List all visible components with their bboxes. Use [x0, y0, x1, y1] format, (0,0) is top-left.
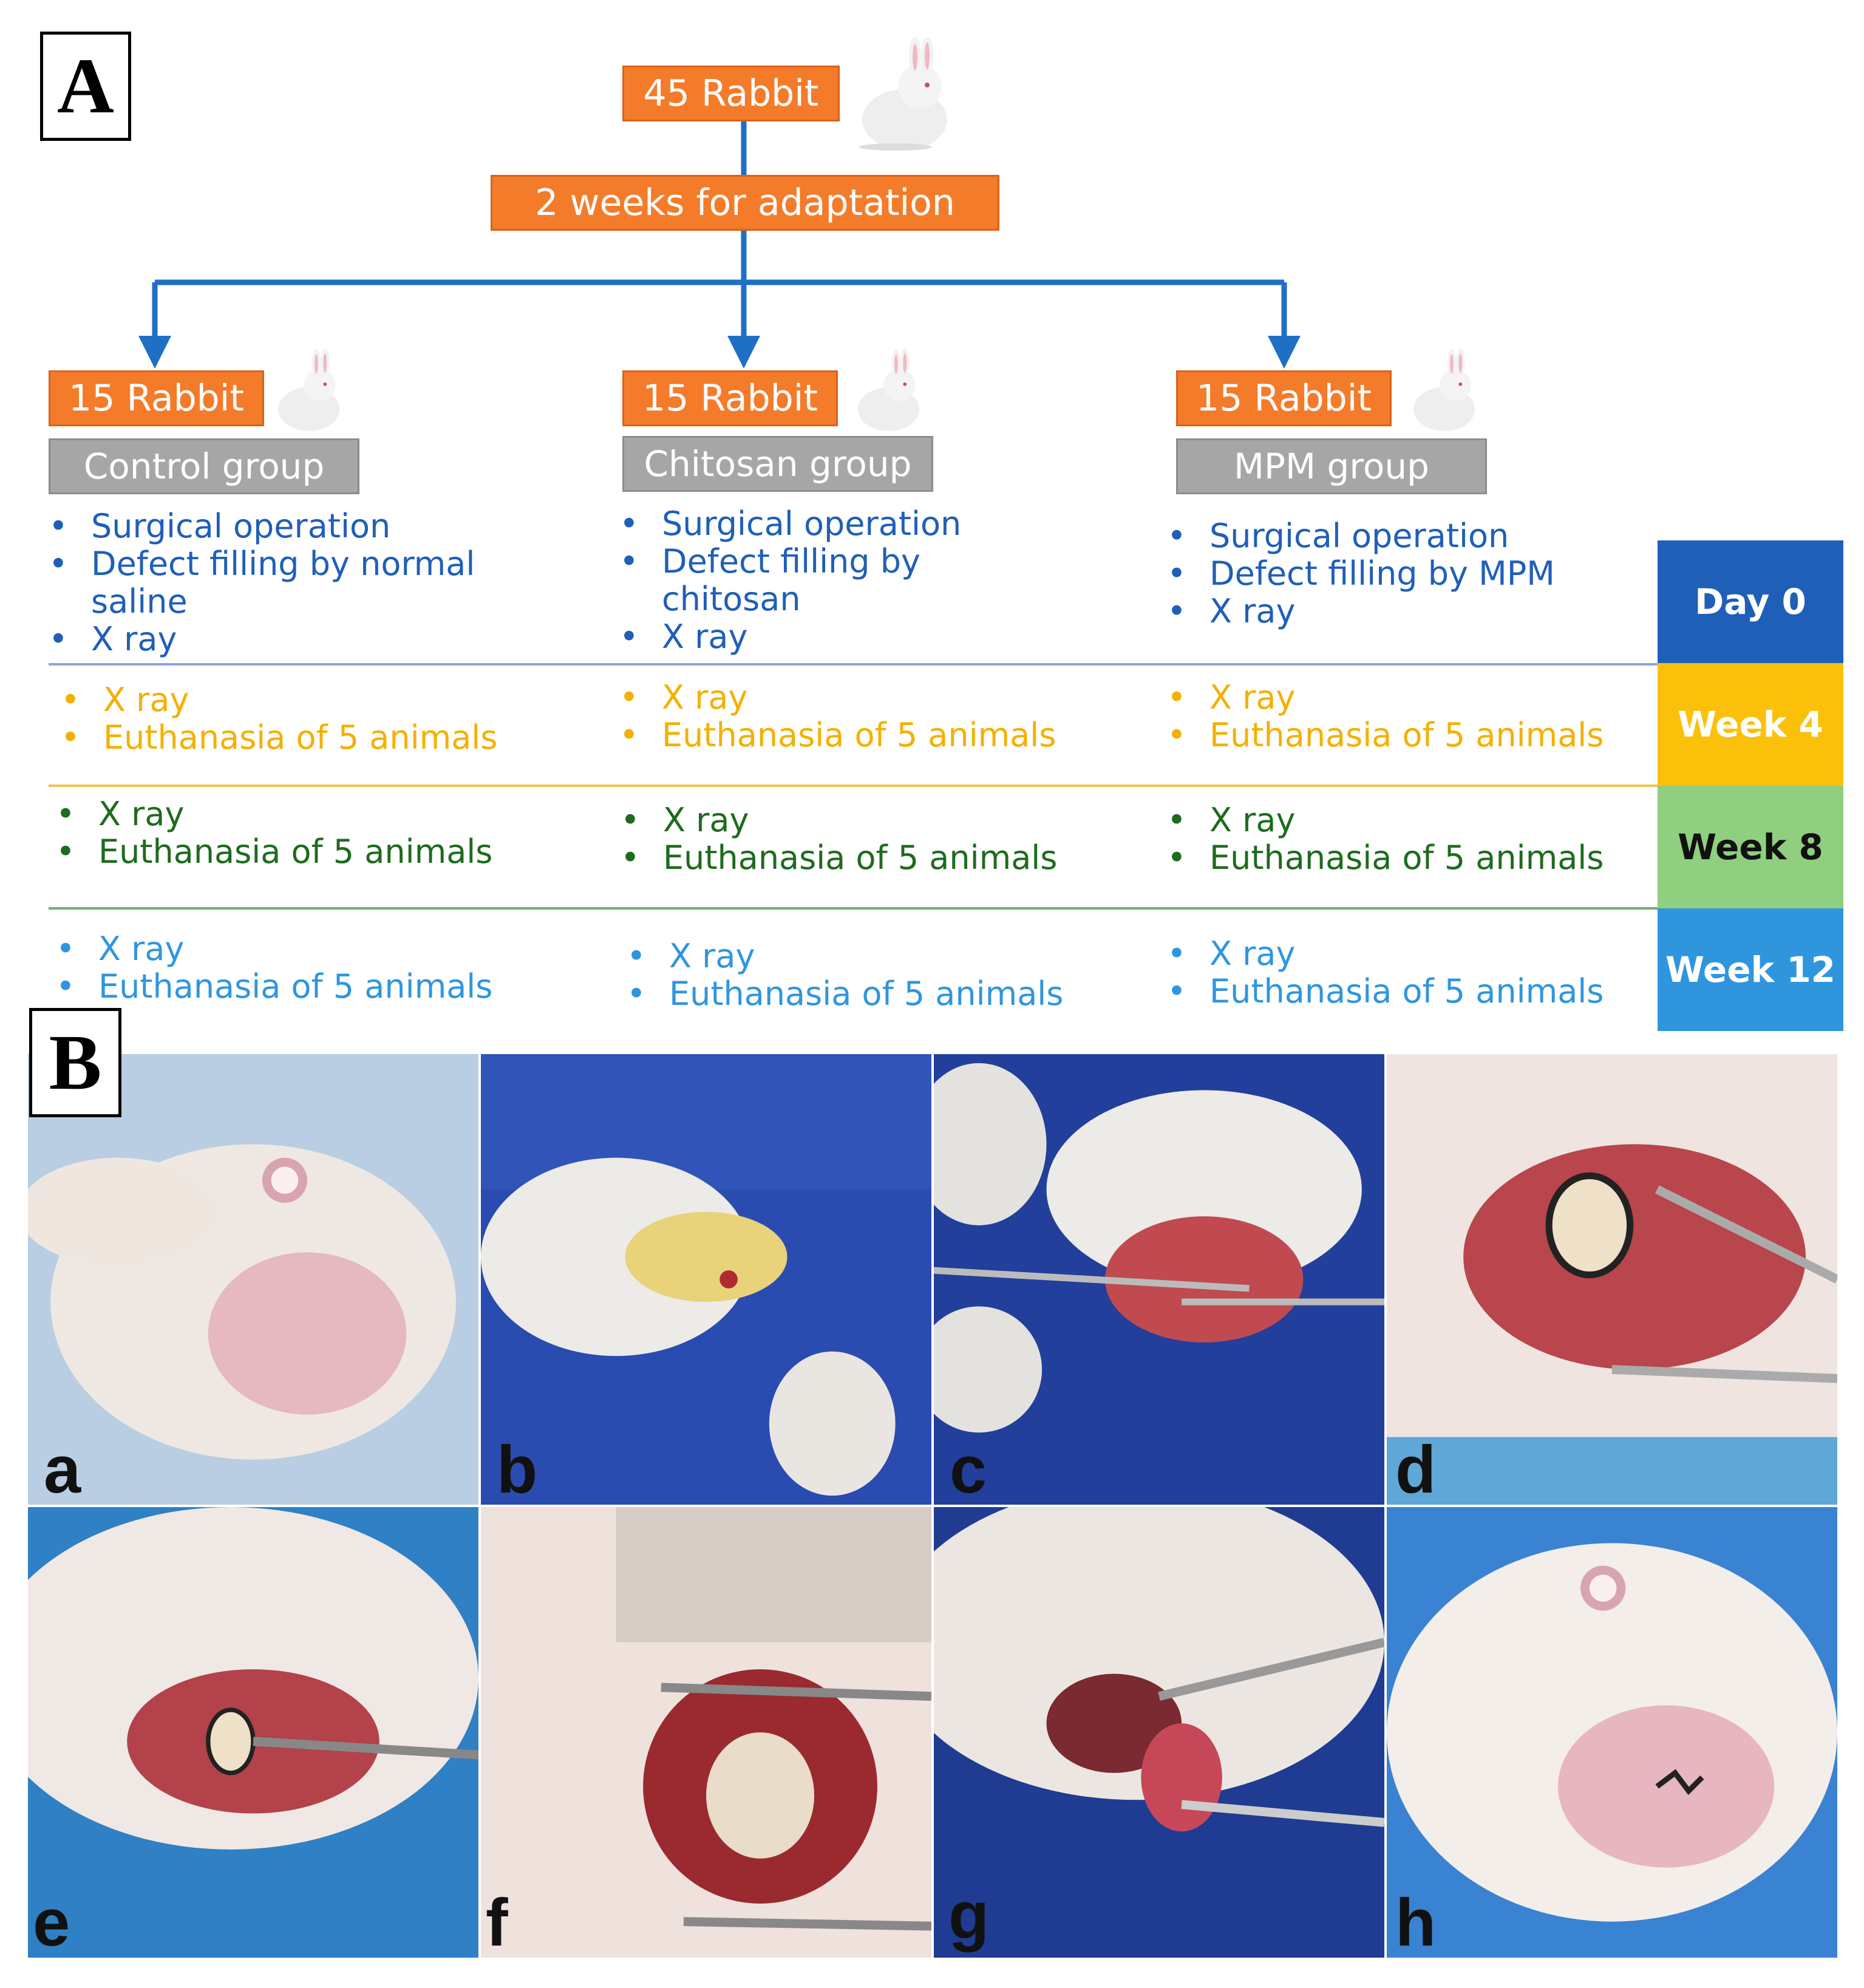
list-item: Euthanasia of 5 animals: [1167, 973, 1641, 1011]
chitosan-group-box: Chitosan group: [622, 436, 933, 492]
list-item: Euthanasia of 5 animals: [627, 975, 1100, 1013]
photo-label-d: d: [1395, 1432, 1437, 1507]
divider-week8: [49, 907, 1658, 910]
rabbit-icon: [859, 38, 947, 151]
mpm-week8-list: X ray Euthanasia of 5 animals: [1167, 802, 1641, 877]
photo-c: [933, 1053, 1386, 1506]
mpm-count-box: 15 Rabbit: [1176, 370, 1392, 426]
divider-day0: [49, 663, 1658, 666]
control-week4-list: X ray Euthanasia of 5 animals: [61, 681, 534, 757]
list-item: X ray: [49, 621, 510, 659]
photo-h: [1386, 1506, 1838, 1959]
list-item: X ray: [1167, 593, 1604, 631]
list-item: X ray: [619, 679, 1093, 717]
list-item: Surgical operation: [49, 508, 510, 546]
total-rabbits-box: 45 Rabbit: [622, 66, 840, 121]
chitosan-week8-list: X ray Euthanasia of 5 animals: [621, 802, 1094, 877]
list-item: X ray: [621, 802, 1094, 840]
photo-label-e: e: [33, 1885, 70, 1960]
photo-b: [480, 1053, 933, 1506]
chitosan-count-box: 15 Rabbit: [622, 370, 838, 426]
chitosan-week12-list: X ray Euthanasia of 5 animals: [627, 938, 1100, 1013]
list-item: Defect filling by MPM: [1167, 555, 1604, 593]
list-item: Euthanasia of 5 animals: [56, 833, 529, 871]
photo-d: [1386, 1053, 1838, 1506]
panel-a-label: A: [40, 32, 131, 141]
divider-week4: [49, 785, 1658, 787]
list-item: Defect filling by normal saline: [49, 545, 510, 621]
list-item: Surgical operation: [619, 505, 1008, 543]
list-item: Euthanasia of 5 animals: [1167, 717, 1641, 755]
timepoint-week4: Week 4: [1658, 663, 1843, 786]
list-item: X ray: [56, 795, 529, 834]
photo-a: [27, 1053, 480, 1506]
list-item: X ray: [1167, 802, 1641, 840]
control-week12-list: X ray Euthanasia of 5 animals: [56, 930, 529, 1006]
mpm-week4-list: X ray Euthanasia of 5 animals: [1167, 679, 1641, 755]
panel-b-label: B: [29, 1008, 121, 1117]
list-item: Euthanasia of 5 animals: [1167, 839, 1641, 877]
list-item: Euthanasia of 5 animals: [61, 719, 534, 757]
timepoint-week8: Week 8: [1658, 786, 1843, 908]
rabbit-icon: [278, 348, 340, 431]
photo-label-g: g: [948, 1878, 990, 1953]
mpm-week12-list: X ray Euthanasia of 5 animals: [1167, 935, 1641, 1011]
control-count-box: 15 Rabbit: [49, 370, 264, 426]
list-item: Surgical operation: [1167, 517, 1604, 556]
list-item: X ray: [1167, 935, 1641, 973]
photo-label-c: c: [950, 1432, 987, 1507]
control-group-box: Control group: [49, 438, 359, 494]
photo-label-f: f: [486, 1885, 508, 1960]
photo-label-h: h: [1395, 1885, 1437, 1960]
photo-f: [480, 1506, 933, 1959]
photo-label-a: a: [44, 1432, 81, 1507]
list-item: Euthanasia of 5 animals: [619, 717, 1093, 755]
timepoint-week12: Week 12: [1658, 908, 1843, 1031]
list-item: X ray: [619, 618, 1008, 656]
list-item: X ray: [61, 681, 534, 720]
adaptation-box: 2 weeks for adaptation: [491, 175, 999, 231]
timepoint-day0: Day 0: [1658, 540, 1843, 663]
photo-e: [27, 1506, 480, 1959]
photo-g: [933, 1506, 1386, 1959]
flow-arrows: [138, 120, 1301, 369]
control-week8-list: X ray Euthanasia of 5 animals: [56, 795, 529, 871]
photo-label-b: b: [497, 1432, 538, 1507]
rabbit-icon: [1413, 348, 1475, 431]
list-item: Euthanasia of 5 animals: [56, 968, 529, 1006]
rabbit-icon: [858, 348, 920, 431]
list-item: Euthanasia of 5 animals: [621, 839, 1094, 877]
mpm-day0-list: Surgical operation Defect filling by MPM…: [1167, 517, 1604, 631]
mpm-group-box: MPM group: [1176, 438, 1487, 494]
list-item: X ray: [627, 938, 1100, 976]
chitosan-day0-list: Surgical operation Defect filling by chi…: [619, 505, 1008, 656]
list-item: X ray: [56, 930, 529, 968]
list-item: Defect filling by chitosan: [619, 543, 1008, 618]
list-item: X ray: [1167, 679, 1641, 717]
control-day0-list: Surgical operation Defect filling by nor…: [49, 508, 510, 659]
chitosan-week4-list: X ray Euthanasia of 5 animals: [619, 679, 1093, 755]
